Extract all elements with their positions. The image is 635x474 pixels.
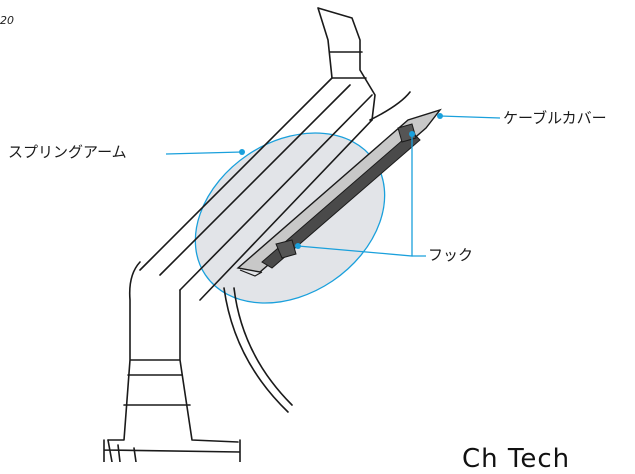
spring-arm — [139, 77, 373, 291]
callout-line-cable-cover — [439, 115, 501, 119]
highlight-ellipse — [194, 132, 386, 304]
top-post — [317, 7, 376, 121]
callout-dot-cable-cover — [437, 113, 443, 119]
lower-column — [107, 261, 239, 443]
hook-lower — [275, 239, 297, 259]
cable-cover — [236, 108, 442, 277]
callout-line-hook — [297, 134, 426, 257]
cable-cover-label: ケーブルカバー — [503, 109, 607, 127]
diagram-canvas: 20 — [0, 7, 607, 474]
brand-text: Ch Tech — [462, 444, 571, 474]
page-number: 20 — [0, 14, 14, 27]
callout-dot-hook-upper — [409, 131, 415, 137]
spring-arm-label: スプリングアーム — [8, 143, 127, 161]
callout-dot-hook-lower — [295, 243, 301, 249]
hook-label: フック — [428, 246, 474, 264]
callout-dot-spring-arm — [239, 149, 245, 155]
callout-line-spring-arm — [165, 151, 243, 155]
cable — [223, 287, 293, 413]
monitor-arm-illustration — [103, 7, 501, 462]
